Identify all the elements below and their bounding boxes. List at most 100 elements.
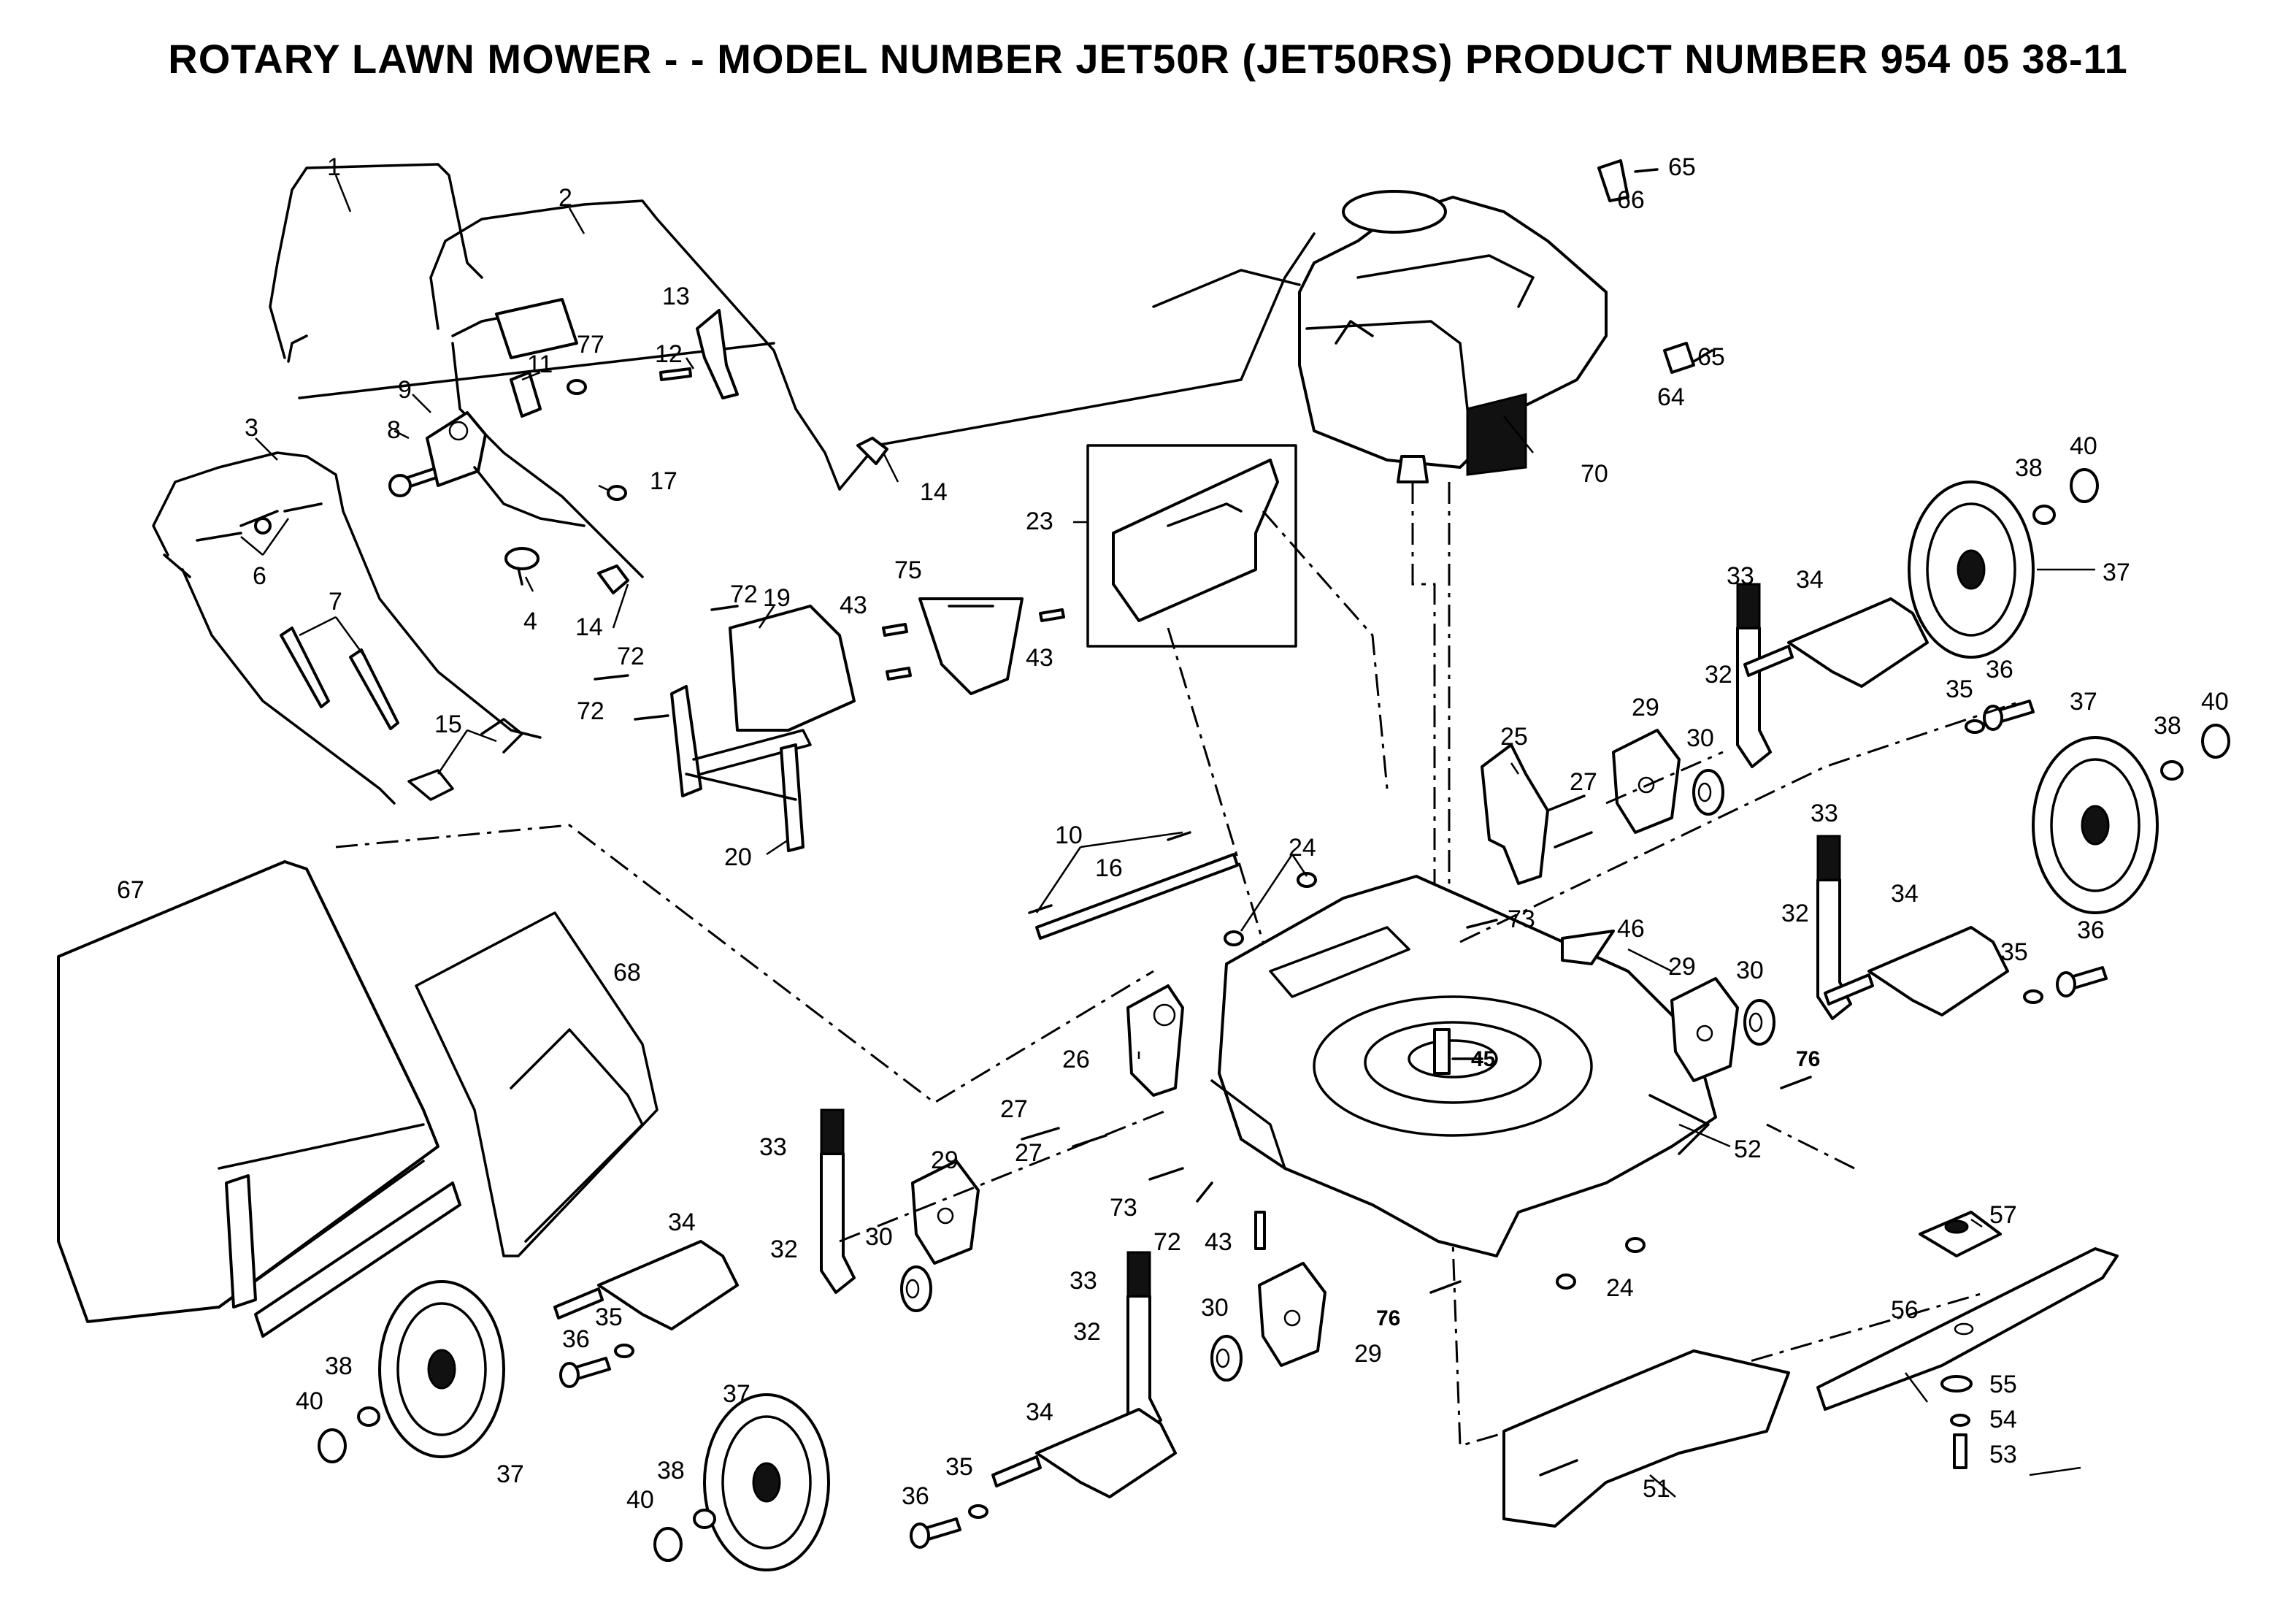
label-43-upper-left: 43 xyxy=(840,591,867,619)
label-9: 9 xyxy=(398,376,412,404)
label-43-upper-right: 43 xyxy=(1026,644,1053,672)
label-24-lower: 24 xyxy=(1606,1274,1634,1302)
bracket-part-64 xyxy=(1663,342,1695,374)
clips-part-15 xyxy=(407,718,523,801)
diagram-title: ROTARY LAWN MOWER - - MODEL NUMBER JET50… xyxy=(168,36,2128,82)
bolt-part-36-mid-right xyxy=(2056,966,2108,997)
screw-part-76-lower xyxy=(1429,1280,1462,1294)
label-37-right: 37 xyxy=(2070,688,2097,716)
label-40-lower-left: 40 xyxy=(296,1387,323,1415)
label-11: 11 xyxy=(527,351,553,378)
hub-part-30-mid-right xyxy=(1743,999,1775,1046)
label-20: 20 xyxy=(724,843,752,871)
label-35-top: 35 xyxy=(1946,675,1973,703)
label-4: 4 xyxy=(523,608,537,635)
label-10: 10 xyxy=(1055,821,1083,849)
label-34-lower-center: 34 xyxy=(1026,1398,1053,1426)
label-27-lower: 27 xyxy=(1015,1139,1043,1167)
axle-bracket-part-34-lower-left xyxy=(553,1240,739,1330)
screw-part-12 xyxy=(659,367,692,381)
eyebolt-part-4 xyxy=(504,547,540,586)
bolt-part-45 xyxy=(1433,1028,1483,1075)
label-45: 45 xyxy=(1471,1047,1495,1071)
label-23: 23 xyxy=(1026,507,1053,535)
label-33-top: 33 xyxy=(1727,562,1754,590)
screw-part-73-upper xyxy=(1466,919,1498,929)
nut-part-38-lower-center xyxy=(693,1509,716,1529)
engine-part-70 xyxy=(1152,190,1608,483)
label-73-lower: 73 xyxy=(1110,1194,1137,1222)
label-75: 75 xyxy=(894,556,922,584)
lower-handle-part-3 xyxy=(152,451,542,805)
label-38-right: 38 xyxy=(2154,712,2181,740)
label-43-lower: 43 xyxy=(1205,1228,1232,1256)
nut-part-17 xyxy=(607,485,627,501)
label-51: 51 xyxy=(1643,1475,1670,1503)
label-7: 7 xyxy=(329,588,342,616)
clip-part-66 xyxy=(1597,159,1629,202)
label-13: 13 xyxy=(662,283,690,310)
label-38-lower-center: 38 xyxy=(657,1457,685,1485)
nut-part-38-lower-left xyxy=(357,1406,380,1427)
label-72-left: 72 xyxy=(577,697,604,725)
adjuster-part-33-top-right xyxy=(1736,583,1772,768)
label-12: 12 xyxy=(655,340,683,368)
upper-handle-part-1 xyxy=(269,163,775,399)
screw-part-65-lower xyxy=(1692,349,1713,363)
axle-bracket-part-34-mid-right xyxy=(1824,926,2009,1016)
label-73-upper: 73 xyxy=(1508,905,1535,933)
label-67: 67 xyxy=(117,876,145,904)
washer-part-35-lower-center xyxy=(968,1504,988,1519)
assembly-dash-lines xyxy=(335,700,2023,1243)
nuts-part-24-upper xyxy=(1224,872,1317,946)
label-77: 77 xyxy=(577,331,604,359)
label-32-right: 32 xyxy=(1781,900,1809,927)
label-15: 15 xyxy=(434,710,462,738)
handle-knob-part-6 xyxy=(196,502,323,542)
bolt-part-36-lower-left xyxy=(559,1357,611,1388)
hubcap-part-40-mid-right xyxy=(2201,724,2230,759)
label-27-mid: 27 xyxy=(1000,1095,1028,1123)
bracket-part-19 xyxy=(670,605,856,797)
grass-bag-frame-part-68 xyxy=(415,911,659,1257)
label-37-top: 37 xyxy=(2103,559,2130,586)
label-1: 1 xyxy=(327,153,341,181)
grass-bag-part-67 xyxy=(57,860,461,1338)
label-17: 17 xyxy=(650,467,677,495)
plug-part-16 xyxy=(1028,831,1239,940)
label-32-top: 32 xyxy=(1705,661,1732,689)
label-72-upper: 72 xyxy=(730,581,758,608)
label-33-lower-left: 33 xyxy=(759,1133,787,1161)
blade-part-56 xyxy=(1816,1247,2119,1411)
label-52: 52 xyxy=(1734,1135,1762,1163)
handle-knob-part-14-lower xyxy=(597,564,629,594)
label-16: 16 xyxy=(1095,854,1123,882)
label-36-right: 36 xyxy=(2077,916,2105,944)
label-40-lower-center: 40 xyxy=(626,1486,654,1514)
label-3: 3 xyxy=(245,414,258,442)
hubcap-part-40-lower-left xyxy=(318,1428,347,1463)
nuts-part-24-lower xyxy=(1556,1237,1646,1290)
label-64: 64 xyxy=(1657,383,1685,411)
washer-part-35-lower-left xyxy=(614,1344,634,1358)
bolt-part-36-top-right xyxy=(1983,700,2035,731)
nut-part-77 xyxy=(567,379,587,395)
label-35-right: 35 xyxy=(2000,938,2028,966)
label-24-upper: 24 xyxy=(1289,834,1316,862)
screws-part-72-upper xyxy=(594,605,739,721)
label-46: 46 xyxy=(1617,915,1645,943)
label-29-lower-left: 29 xyxy=(931,1146,959,1174)
leader-lines xyxy=(240,175,2095,1498)
label-25: 25 xyxy=(1500,723,1528,751)
label-26: 26 xyxy=(1062,1046,1090,1073)
label-34-lower-left: 34 xyxy=(668,1208,696,1236)
deflector-part-75 xyxy=(918,597,1024,695)
label-38-lower-left: 38 xyxy=(325,1352,353,1380)
hubcap-part-40-top-right xyxy=(2070,468,2099,503)
hub-part-30-lower-left xyxy=(900,1265,932,1312)
hub-part-30-top xyxy=(1692,769,1724,816)
wheel-part-37-mid-right xyxy=(2032,736,2159,914)
label-29-top: 29 xyxy=(1632,694,1659,721)
label-36-top: 36 xyxy=(1986,656,2013,683)
hubcap-part-40-lower-center xyxy=(653,1527,683,1562)
